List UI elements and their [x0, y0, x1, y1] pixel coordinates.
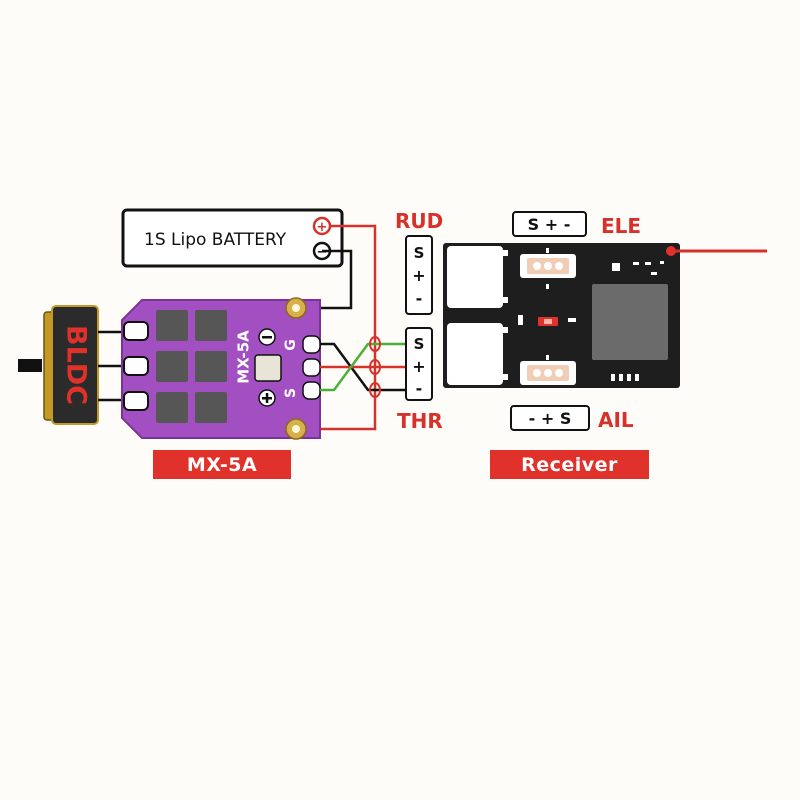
battery-power-wire	[296, 224, 377, 431]
ele-label: ELE	[601, 214, 641, 238]
esc-model-text: MX-5A	[235, 330, 253, 384]
ele-pin-text: S + -	[528, 215, 571, 234]
rud-connector: S + -	[405, 235, 433, 315]
receiver-caption-tag: Receiver	[490, 450, 649, 479]
esc-signal-pad-3	[302, 381, 321, 400]
ele-pin-labels: S + -	[512, 211, 587, 237]
thr-port	[447, 323, 503, 385]
esc-caption-tag: MX-5A	[153, 450, 291, 479]
antenna-pad	[666, 246, 676, 256]
receiver-main-chip	[592, 284, 668, 360]
esc-chips	[156, 310, 227, 423]
battery-minus-symbol: −	[317, 245, 328, 260]
thr-pin-plus: +	[412, 357, 425, 376]
bldc-label: BLDC	[61, 325, 92, 405]
rud-port	[447, 246, 503, 308]
receiver-board	[443, 243, 767, 388]
battery: 1S Lipo BATTERY + −	[121, 208, 344, 268]
esc-signal-pad-2	[302, 358, 321, 377]
ail-pin-text: - + S	[529, 409, 572, 428]
thr-pin-minus: -	[416, 379, 423, 398]
esc-signal-pad-1	[302, 335, 321, 354]
thr-pin-s: S	[414, 335, 425, 353]
esc-board: MX-5A G S	[121, 297, 321, 440]
rud-label: RUD	[395, 209, 443, 233]
battery-plus-symbol: +	[317, 220, 328, 235]
rud-pin-minus: -	[416, 289, 423, 308]
esc-capacitor	[254, 354, 282, 382]
motor-pad-c	[123, 391, 149, 411]
esc-pin-g: G	[283, 339, 299, 351]
battery-label: 1S Lipo BATTERY	[144, 230, 287, 250]
battery-ground-wire	[296, 249, 353, 310]
thr-label: THR	[397, 409, 443, 433]
esc-pin-s: S	[283, 388, 299, 398]
thr-connector: S + -	[405, 327, 433, 401]
bldc-motor: BLDC	[18, 305, 99, 425]
motor-pad-b	[123, 356, 149, 376]
wire-coils	[369, 336, 381, 398]
ail-pin-labels: - + S	[510, 405, 590, 431]
ail-label: AIL	[598, 408, 634, 432]
motor-pad-a	[123, 321, 149, 341]
rud-pin-plus: +	[412, 266, 425, 285]
rud-pin-s: S	[414, 244, 425, 262]
